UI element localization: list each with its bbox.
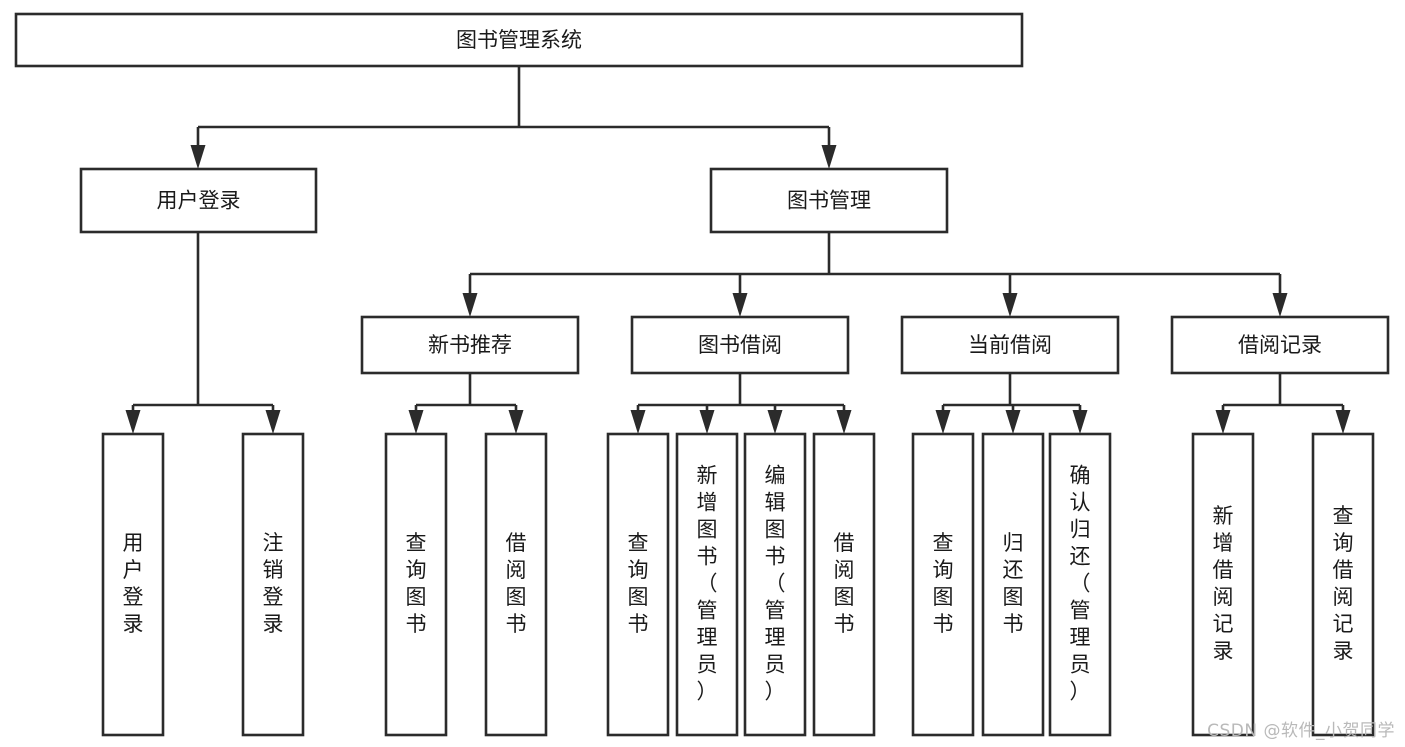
connector-new-book-recommend-to-leaves [408,373,524,434]
node-leaf-confirm-return-admin[interactable]: 确认归还（管理员） [1048,432,1112,737]
node-box-current-borrow [900,315,1120,375]
node-leaf-edit-book-admin[interactable]: 编辑图书（管理员） [743,432,807,737]
node-label-book-management: 图书管理 [787,189,871,213]
node-leaf-borrow-book[interactable]: 借阅图书 [812,432,876,737]
node-box-leaf-query-book-recommend [384,432,448,737]
node-box-leaf-edit-book-admin [743,432,807,737]
node-box-leaf-query-book-borrow [606,432,670,737]
node-box-borrow-record [1170,315,1390,375]
node-box-book-borrow [630,315,850,375]
node-leaf-user-logout[interactable]: 注销登录 [241,432,305,737]
node-book-management[interactable]: 图书管理 [709,167,949,234]
node-new-book-recommend[interactable]: 新书推荐 [360,315,580,375]
connector-current-borrow-to-leaves [935,373,1088,434]
node-box-leaf-query-book-current [911,432,975,737]
node-box-user-login [79,167,318,234]
connector-root-to-level1 [190,66,837,169]
node-label-leaf-borrow-book-recommend: 借阅图书 [506,531,527,636]
node-leaf-add-book-admin[interactable]: 新增图书（管理员） [675,432,739,737]
connector-book-management-to-level2 [462,232,1288,317]
node-leaf-borrow-book-recommend[interactable]: 借阅图书 [484,432,548,737]
node-box-new-book-recommend [360,315,580,375]
node-box-leaf-user-login [101,432,165,737]
node-label-leaf-user-login: 用户登录 [123,531,144,636]
node-label-current-borrow: 当前借阅 [968,333,1052,357]
node-box-root [14,12,1024,68]
node-leaf-query-book-borrow[interactable]: 查询图书 [606,432,670,737]
node-box-leaf-user-logout [241,432,305,737]
connector-user-login-to-leaves [125,232,281,434]
nodes-layer: 图书管理系统用户登录图书管理新书推荐图书借阅当前借阅借阅记录用户登录注销登录查询… [14,12,1390,737]
node-borrow-record[interactable]: 借阅记录 [1170,315,1390,375]
node-label-root: 图书管理系统 [456,28,582,52]
node-label-leaf-add-book-admin: 新增图书（管理员） [697,464,718,704]
node-label-leaf-add-borrow-record: 新增借阅记录 [1213,504,1234,663]
node-label-leaf-edit-book-admin: 编辑图书（管理员） [765,464,786,704]
node-current-borrow[interactable]: 当前借阅 [900,315,1120,375]
node-label-leaf-query-book-recommend: 查询图书 [406,531,427,636]
node-box-leaf-query-borrow-record [1311,432,1375,737]
node-leaf-query-book-current[interactable]: 查询图书 [911,432,975,737]
node-label-new-book-recommend: 新书推荐 [428,333,512,357]
node-box-leaf-borrow-book [812,432,876,737]
node-box-book-management [709,167,949,234]
node-root[interactable]: 图书管理系统 [14,12,1024,68]
watermark-label: CSDN @软件_小贺同学 [1207,721,1395,741]
node-leaf-query-book-recommend[interactable]: 查询图书 [384,432,448,737]
node-box-leaf-borrow-book-recommend [484,432,548,737]
node-label-leaf-query-book-borrow: 查询图书 [628,531,649,636]
node-label-leaf-query-book-current: 查询图书 [933,531,954,636]
node-box-leaf-confirm-return-admin [1048,432,1112,737]
node-box-leaf-add-book-admin [675,432,739,737]
node-label-leaf-confirm-return-admin: 确认归还（管理员） [1070,464,1091,704]
node-label-leaf-borrow-book: 借阅图书 [834,531,855,636]
node-box-leaf-return-book [981,432,1045,737]
node-user-login[interactable]: 用户登录 [79,167,318,234]
node-label-borrow-record: 借阅记录 [1238,333,1322,357]
node-leaf-add-borrow-record[interactable]: 新增借阅记录 [1191,432,1255,737]
node-label-leaf-return-book: 归还图书 [1003,531,1024,636]
node-leaf-query-borrow-record[interactable]: 查询借阅记录 [1311,432,1375,737]
node-book-borrow[interactable]: 图书借阅 [630,315,850,375]
node-leaf-user-login[interactable]: 用户登录 [101,432,165,737]
connector-book-borrow-to-leaves [630,373,852,434]
node-leaf-return-book[interactable]: 归还图书 [981,432,1045,737]
connectors-layer [125,66,1351,434]
connector-borrow-record-to-leaves [1215,373,1351,434]
node-label-user-login: 用户登录 [157,189,241,213]
node-box-leaf-add-borrow-record [1191,432,1255,737]
node-label-leaf-user-logout: 注销登录 [263,531,284,636]
node-label-book-borrow: 图书借阅 [698,333,782,357]
node-label-leaf-query-borrow-record: 查询借阅记录 [1333,504,1354,663]
